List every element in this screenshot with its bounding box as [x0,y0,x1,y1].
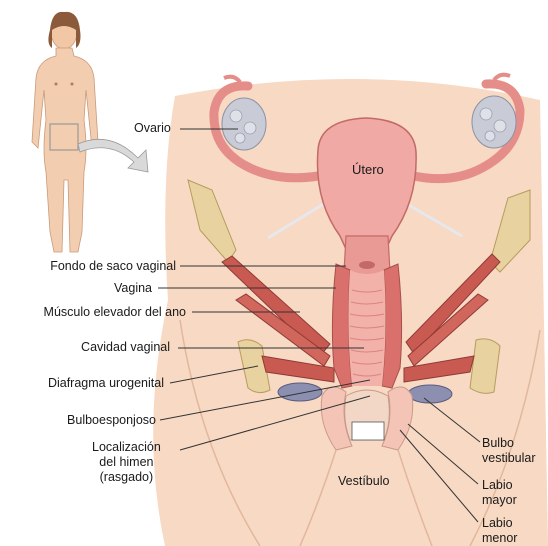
vestibule-box [352,422,384,440]
label-labio-menor: Labio menor [482,516,517,546]
label-vestibulo: Vestíbulo [338,474,389,489]
human-figure [32,12,98,252]
label-utero: Útero [352,162,384,177]
label-bulboesponjoso: Bulboesponjoso [67,413,156,428]
label-ovario: Ovario [134,121,171,136]
label-cavidad: Cavidad vaginal [81,340,170,355]
label-vagina: Vagina [114,281,152,296]
left-vestibular-bulb [278,383,322,401]
right-vestibular-bulb [408,385,452,403]
label-musculo: Músculo elevador del ano [44,305,186,320]
right-ovary [472,96,516,148]
left-ovary [222,98,266,150]
label-fondo: Fondo de saco vaginal [50,259,176,274]
label-labio-mayor: Labio mayor [482,478,517,508]
label-himen: Localización del himen (rasgado) [92,440,161,485]
pointer-arrow [78,139,148,172]
label-diafragma: Diafragma urogenital [48,376,164,391]
label-bulbo: Bulbo vestibular [482,436,536,466]
